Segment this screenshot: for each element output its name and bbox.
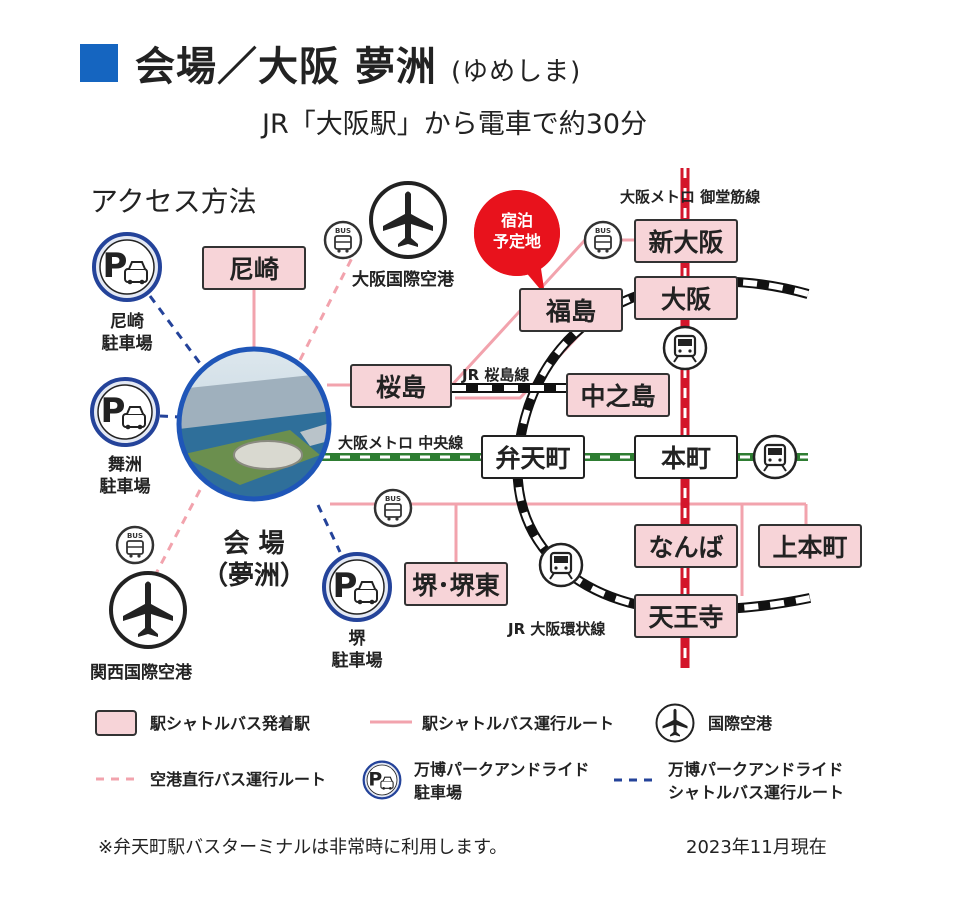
stay-badge-pin xyxy=(473,190,560,295)
legend-parking-icon xyxy=(362,760,402,800)
venue-photo xyxy=(179,349,329,499)
footer-date: 2023年11月現在 xyxy=(686,837,827,858)
station-amagasaki: 尼崎 xyxy=(202,246,306,290)
section-title: アクセス方法 xyxy=(90,185,257,218)
venue-ring xyxy=(176,346,332,502)
airport-label-itami: 大阪国際空港 xyxy=(352,270,454,290)
station-namba: なんば xyxy=(634,524,738,568)
train-icon xyxy=(662,325,708,371)
legend-airport-bus: 空港直行バス運行ルート xyxy=(150,770,327,789)
airport-bus-routes xyxy=(148,251,357,586)
parking-icon xyxy=(90,377,160,447)
parking-label-amagasaki: 尼崎駐車場 xyxy=(101,312,153,354)
header-square-icon xyxy=(80,44,118,82)
page-subtitle: JR「大阪駅」から電車で約30分 xyxy=(262,109,648,140)
station-shin-osaka: 新大阪 xyxy=(634,219,738,263)
station-sakurajima: 桜島 xyxy=(350,364,452,408)
kansai-airport-icon xyxy=(109,571,187,649)
legend-parking-shuttle: 万博パークアンドライドシャトルバス運行ルート xyxy=(668,760,845,802)
legend-station: 駅シャトルバス発着駅 xyxy=(150,714,311,733)
bus-icon xyxy=(115,525,155,565)
station-fukushima: 福島 xyxy=(519,288,623,332)
station-sakai: 堺･堺東 xyxy=(404,562,508,606)
station-nakanoshima: 中之島 xyxy=(566,373,670,417)
itami-airport-icon xyxy=(369,181,447,259)
bus-icon xyxy=(373,488,413,528)
station-honmachi: 本町 xyxy=(634,435,738,479)
legend-station-swatch xyxy=(95,710,137,736)
stay-badge: 宿泊予定地 xyxy=(492,211,541,251)
parking-shuttle-routes xyxy=(148,295,342,553)
legend-parking: 万博パークアンドライド駐車場 xyxy=(414,760,590,802)
title-reading: (ゆめしま) xyxy=(450,57,582,87)
train-icon xyxy=(538,542,584,588)
line-label-loop: JR 大阪環状線 xyxy=(508,620,606,638)
venue-label: 会 場（夢洲） xyxy=(201,529,306,591)
legend-airport-icon xyxy=(655,703,695,743)
page-title: 会場／大阪 夢洲(ゆめしま) xyxy=(135,44,582,90)
line-label-sakurajima: JR 桜島線 xyxy=(462,366,530,384)
parking-label-sakai: 堺駐車場 xyxy=(331,629,383,671)
bus-icon xyxy=(583,220,623,260)
station-uehonmachi: 上本町 xyxy=(758,524,862,568)
station-tennoji: 天王寺 xyxy=(634,594,738,638)
legend-route: 駅シャトルバス運行ルート xyxy=(422,714,615,733)
airport-label-kansai: 関西国際空港 xyxy=(90,663,192,683)
legend-airport: 国際空港 xyxy=(708,714,773,733)
line-label-midosuji: 大阪メトロ 御堂筋線 xyxy=(620,188,761,206)
station-bentencho: 弁天町 xyxy=(481,435,585,479)
parking-icon xyxy=(92,232,162,302)
train-icon xyxy=(752,434,798,480)
parking-label-maishima: 舞洲駐車場 xyxy=(99,455,151,497)
station-osaka: 大阪 xyxy=(634,276,738,320)
parking-icon xyxy=(322,552,392,622)
loop-line-dash xyxy=(514,278,811,614)
line-label-chuo: 大阪メトロ 中央線 xyxy=(338,434,464,452)
bus-icon xyxy=(323,220,363,260)
footer-note: ※弁天町駅バスターミナルは非常時に利用します。 xyxy=(98,837,508,858)
